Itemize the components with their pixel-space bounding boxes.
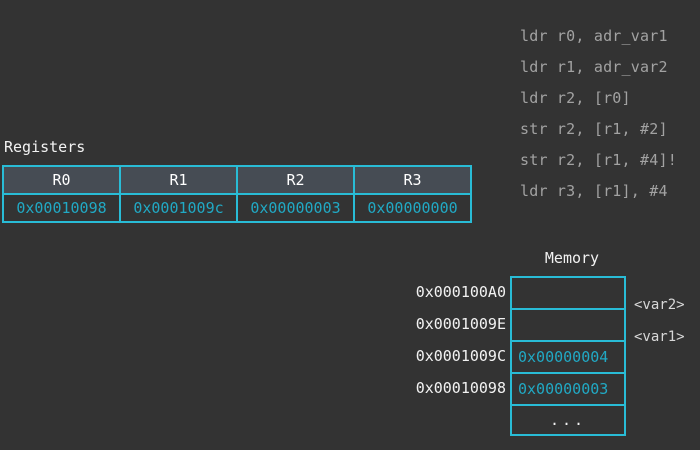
memory-address: 0x000100A0 bbox=[415, 283, 506, 301]
register-header-r1: R1 bbox=[119, 165, 238, 195]
code-line: str r2, [r1, #4]! bbox=[520, 151, 677, 169]
register-value-r1: 0x0001009c bbox=[119, 193, 238, 223]
registers-title: Registers bbox=[4, 138, 86, 156]
memory-row: 0x000100A0 bbox=[398, 276, 700, 308]
code-line: str r2, [r1, #2] bbox=[520, 120, 668, 138]
register-value-r3: 0x00000000 bbox=[353, 193, 472, 223]
memory-row: 0x00010098 0x00000003 bbox=[398, 372, 700, 404]
memory-title: Memory bbox=[544, 249, 600, 267]
memory-row: ... bbox=[398, 404, 700, 436]
memory-address: 0x0001009E bbox=[415, 315, 506, 333]
code-line: ldr r0, adr_var1 bbox=[520, 27, 668, 45]
registers-value-row: 0x00010098 0x0001009c 0x00000003 0x00000… bbox=[2, 193, 472, 223]
memory-tag bbox=[626, 372, 700, 404]
registers-table: R0 R1 R2 R3 0x00010098 0x0001009c 0x0000… bbox=[2, 165, 472, 223]
memory-tag bbox=[626, 404, 700, 436]
memory-address: 0x0001009C bbox=[415, 347, 506, 365]
memory-tag-var1: <var1> bbox=[634, 329, 685, 345]
memory-row: 0x0001009C 0x00000004 <var1> bbox=[398, 329, 700, 372]
memory-cell bbox=[510, 276, 626, 308]
memory-cell: 0x00000004 bbox=[510, 340, 626, 372]
memory-cell-ellipsis: ... bbox=[510, 404, 626, 436]
memory-address: 0x00010098 bbox=[415, 379, 506, 397]
register-header-r3: R3 bbox=[353, 165, 472, 195]
memory-tag-var2: <var2> bbox=[634, 297, 685, 313]
code-line: ldr r1, adr_var2 bbox=[520, 58, 668, 76]
code-line: ldr r2, [r0] bbox=[520, 89, 631, 107]
memory-grid: 0x000100A0 0x0001009E <var2> 0x0001009C … bbox=[398, 276, 700, 436]
register-value-r2: 0x00000003 bbox=[236, 193, 355, 223]
memory-row: 0x0001009E <var2> bbox=[398, 297, 700, 340]
register-header-r2: R2 bbox=[236, 165, 355, 195]
code-listing: ldr r0, adr_var1 ldr r1, adr_var2 ldr r2… bbox=[520, 21, 700, 207]
memory-cell bbox=[510, 308, 626, 340]
memory-cell: 0x00000003 bbox=[510, 372, 626, 404]
memory-address bbox=[398, 404, 510, 436]
register-value-r0: 0x00010098 bbox=[2, 193, 121, 223]
registers-header-row: R0 R1 R2 R3 bbox=[2, 165, 472, 195]
register-header-r0: R0 bbox=[2, 165, 121, 195]
code-line: ldr r3, [r1], #4 bbox=[520, 182, 668, 200]
registers-section: Registers R0 R1 R2 R3 0x00010098 0x00010… bbox=[2, 137, 472, 223]
